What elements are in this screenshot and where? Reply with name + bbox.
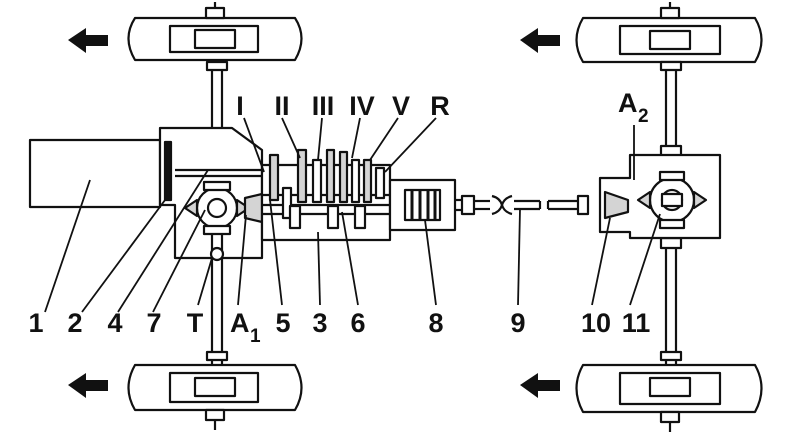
label-2: 2: [67, 308, 82, 338]
direction-arrow-left-icon: [68, 28, 560, 398]
rear-axle-shafts: [659, 60, 683, 365]
label-7: 7: [146, 308, 161, 338]
label-gear-1: I: [236, 91, 244, 121]
label-t: T: [187, 308, 204, 338]
rear-left-wheel: [575, 2, 763, 64]
label-3: 3: [312, 308, 327, 338]
label-5: 5: [275, 308, 290, 338]
front-right-wheel: [127, 363, 303, 430]
label-8: 8: [428, 308, 443, 338]
label-gear-5: V: [392, 91, 410, 121]
center-coupling: [388, 178, 476, 232]
propeller-shaft: [474, 194, 590, 216]
label-gear-3: III: [312, 91, 335, 121]
gearbox-housing: [260, 148, 395, 242]
label-gear-2: II: [274, 91, 289, 121]
engine-block: [28, 138, 162, 209]
rear-final-drive-housing: [598, 153, 722, 240]
label-4: 4: [107, 308, 122, 338]
bottom-part-labels: 1 2 4 7 T A 1 5 3 6 8 9 10 11: [28, 308, 650, 347]
label-a1-sub: 1: [250, 326, 261, 347]
label-1: 1: [28, 308, 43, 338]
label-a1-main: A: [230, 308, 250, 338]
rear-right-wheel: [575, 363, 763, 432]
label-a2: A 2: [618, 88, 649, 127]
front-final-drive-housing: [158, 126, 264, 262]
label-9: 9: [510, 308, 525, 338]
label-gear-4: IV: [349, 91, 375, 121]
label-gear-reverse: R: [430, 91, 450, 121]
front-left-wheel: [127, 2, 303, 62]
label-11: 11: [622, 308, 651, 338]
label-6: 6: [350, 308, 365, 338]
roman-gear-labels: I II III IV V R: [236, 91, 450, 121]
label-10: 10: [581, 308, 611, 338]
front-axle-shafts: [205, 60, 229, 365]
label-a2-main: A: [618, 88, 638, 118]
leader-lines: [44, 117, 661, 313]
label-a2-sub: 2: [638, 106, 649, 127]
